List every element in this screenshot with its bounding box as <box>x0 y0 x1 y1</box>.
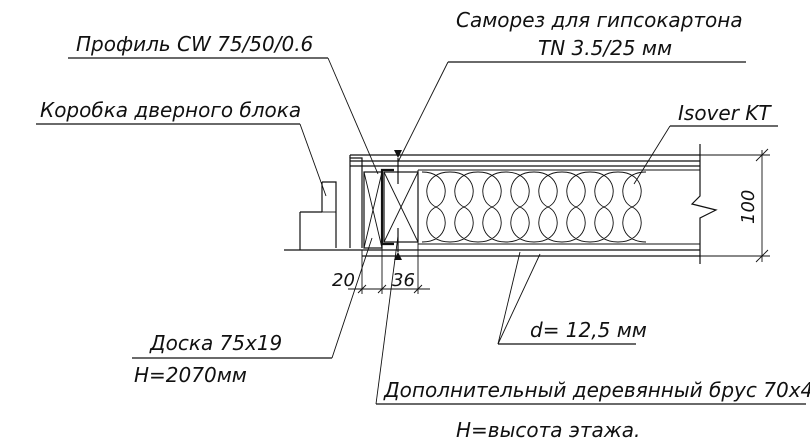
extra-wooden-beam <box>383 171 419 243</box>
insulation-wave-pattern <box>421 171 647 243</box>
drywall-leader-1 <box>497 251 521 345</box>
insulation-outline <box>417 169 700 245</box>
break-line <box>690 144 718 264</box>
dimension-20-36 <box>348 244 430 294</box>
extra-beam-label: Дополнительный деревянный брус 70х40 <box>383 378 810 402</box>
extra-beam-leader <box>375 235 399 405</box>
board-leader <box>331 237 373 359</box>
screw-bottom <box>394 228 402 260</box>
cw-profile <box>380 168 394 246</box>
screw-top <box>394 150 402 184</box>
board-label: Доска 75х19 <box>149 331 282 355</box>
dimension-100-label: 100 <box>738 190 759 224</box>
dimension-36-label: 36 <box>392 270 415 291</box>
drywall-leader-2 <box>497 253 541 345</box>
door-box-label: Коробка дверного блока <box>40 98 301 122</box>
screw-leader <box>397 61 449 163</box>
dimension-100 <box>700 148 770 263</box>
insulation-wave-path <box>421 171 647 243</box>
floor-height-label: Н=высота этажа. <box>456 418 640 442</box>
insulation-label: Isover KT <box>678 101 772 125</box>
dimension-20-label: 20 <box>332 270 355 291</box>
screw-label: Саморез для гипсокартона <box>456 8 743 32</box>
drywall-label: d= 12,5 мм <box>530 318 647 342</box>
screw-spec-label: TN 3.5/25 мм <box>538 36 672 60</box>
profile-label: Профиль CW 75/50/0.6 <box>76 32 313 56</box>
wooden-board <box>363 171 383 249</box>
door-frame <box>284 157 363 251</box>
profile-leader <box>327 57 379 175</box>
board-height-label: Н=2070мм <box>134 363 247 387</box>
